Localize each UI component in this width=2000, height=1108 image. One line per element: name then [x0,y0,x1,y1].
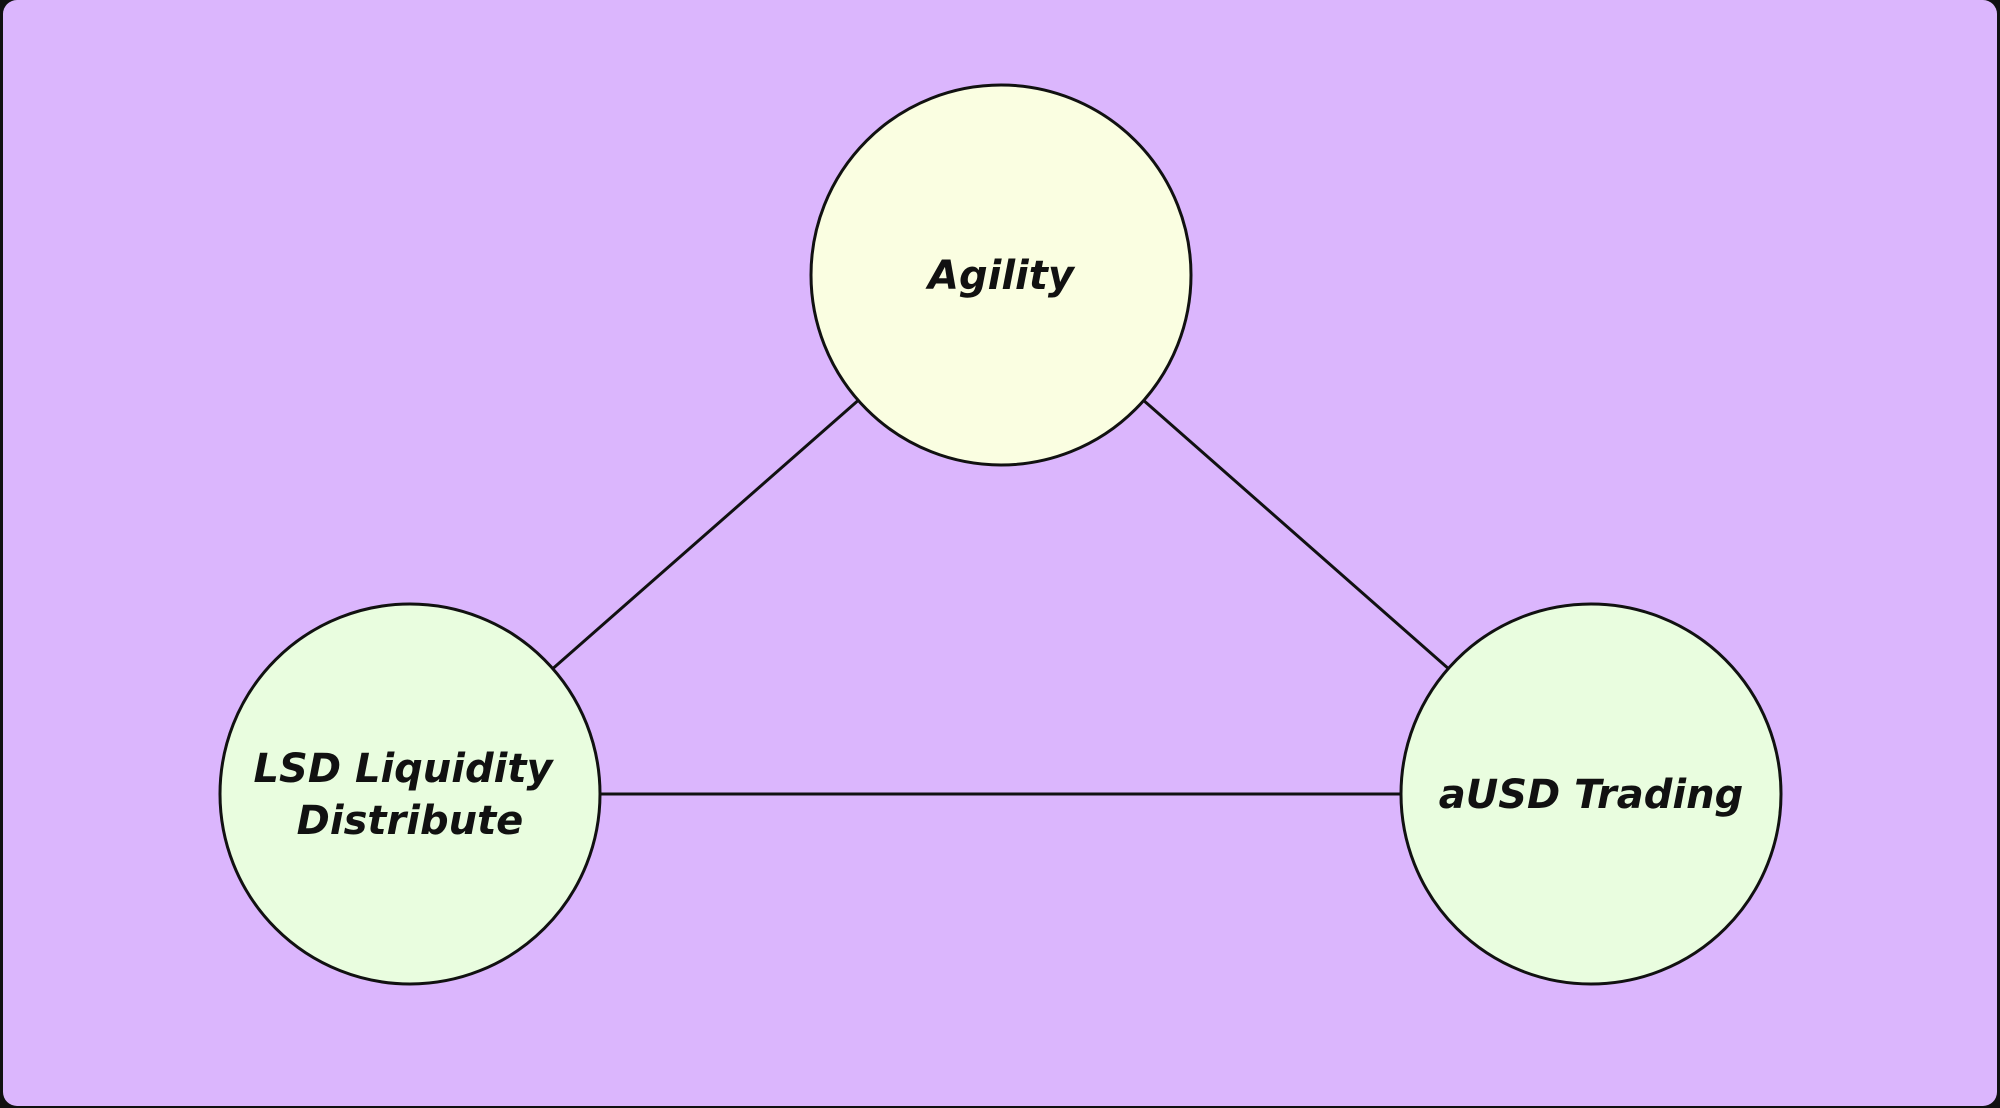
node-agility-label: Agility [925,253,1076,299]
node-ausd-circle [1399,602,1783,986]
edge-agility-lsd [551,399,860,670]
node-ausd-trading: aUSD Trading [1399,602,1783,986]
node-agility-circle [809,83,1193,467]
node-lsd-label: LSD Liquidity Distribute [254,746,567,844]
node-lsd-label-line-2: Distribute [297,798,524,844]
triangle-diagram: Agility LSD Liquidity Distribute aUSD Tr… [3,0,1997,1106]
node-lsd-circle [218,602,602,986]
diagram-canvas: Agility LSD Liquidity Distribute aUSD Tr… [3,0,1997,1106]
node-agility: Agility [809,83,1193,467]
node-ausd-label: aUSD Trading [1439,772,1743,818]
node-lsd-label-line-1: LSD Liquidity [254,746,555,792]
node-agility-label-line: Agility [925,253,1076,299]
edge-agility-ausd [1142,399,1450,670]
node-lsd-liquidity-distribute: LSD Liquidity Distribute [218,602,602,986]
node-ausd-label-line: aUSD Trading [1439,772,1743,818]
